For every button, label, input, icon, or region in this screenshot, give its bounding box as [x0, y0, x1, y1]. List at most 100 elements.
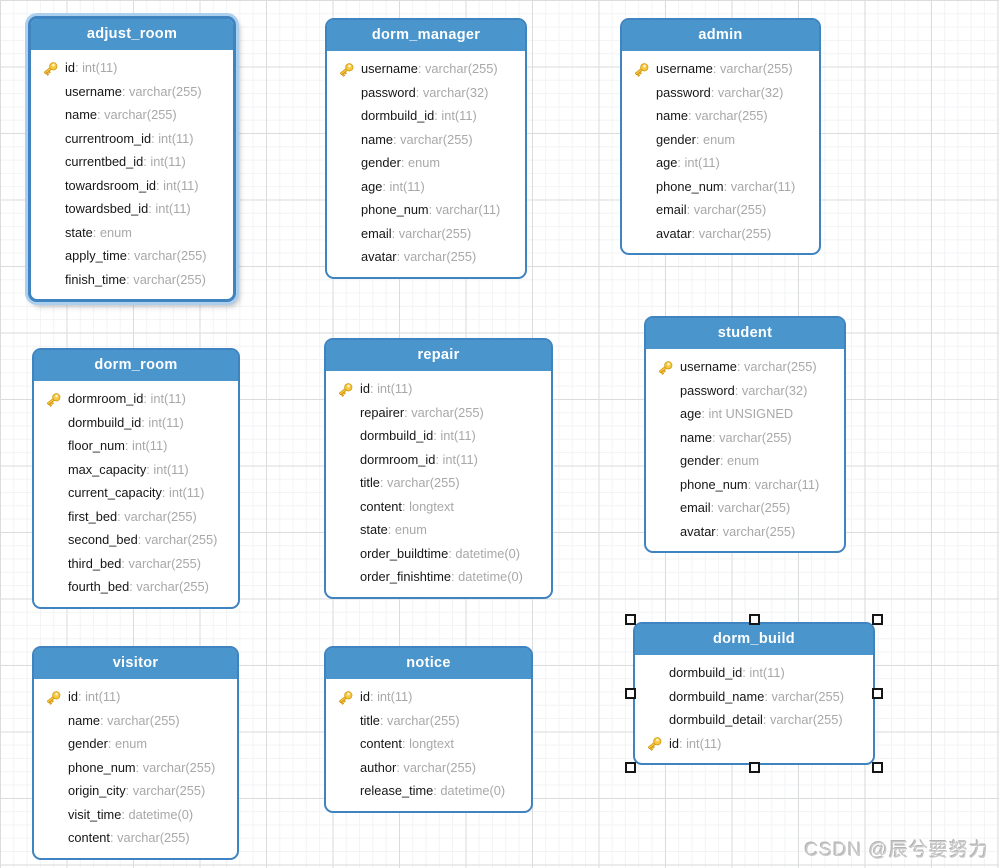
- field-dorm_manager-email[interactable]: emailvarchar(255): [337, 222, 519, 246]
- field-repair-order_buildtime[interactable]: order_buildtimedatetime(0): [336, 542, 545, 566]
- field-admin-name[interactable]: namevarchar(255): [632, 104, 813, 128]
- field-dorm_manager-dormbuild_id[interactable]: dormbuild_idint(11): [337, 104, 519, 128]
- entity-dorm_build[interactable]: dorm_build dormbuild_idint(11)dormbuild_n…: [625, 614, 883, 773]
- entity-adjust_room[interactable]: adjust_room idint(11)usernamevarchar(255)…: [28, 16, 236, 302]
- field-repair-id[interactable]: idint(11): [336, 377, 545, 401]
- field-visitor-visit_time[interactable]: visit_timedatetime(0): [44, 803, 231, 827]
- field-repair-repairer[interactable]: repairervarchar(255): [336, 401, 545, 425]
- entity-header-repair[interactable]: repair: [326, 340, 551, 372]
- field-dorm_room-current_capacity[interactable]: current_capacityint(11): [44, 481, 232, 505]
- entity-dorm_manager[interactable]: dorm_manager usernamevarchar(255)password…: [325, 18, 527, 279]
- field-notice-id[interactable]: idint(11): [336, 685, 525, 709]
- entity-header-admin[interactable]: admin: [622, 20, 819, 52]
- field-repair-dormroom_id[interactable]: dormroom_idint(11): [336, 448, 545, 472]
- field-student-name[interactable]: namevarchar(255): [656, 426, 838, 450]
- entity-header-visitor[interactable]: visitor: [34, 648, 237, 680]
- field-dorm_room-second_bed[interactable]: second_bedvarchar(255): [44, 528, 232, 552]
- field-adjust_room-apply_time[interactable]: apply_timevarchar(255): [41, 244, 227, 268]
- field-name: age: [361, 178, 383, 194]
- field-adjust_room-name[interactable]: namevarchar(255): [41, 103, 227, 127]
- field-adjust_room-id[interactable]: idint(11): [41, 56, 227, 80]
- entity-admin[interactable]: admin usernamevarchar(255)passwordvarchar…: [620, 18, 821, 255]
- entity-header-dorm_build[interactable]: dorm_build: [635, 624, 873, 656]
- entity-repair[interactable]: repair idint(11)repairervarchar(255)dormb…: [324, 338, 553, 599]
- field-admin-email[interactable]: emailvarchar(255): [632, 198, 813, 222]
- field-dorm_build-dormbuild_name[interactable]: dormbuild_namevarchar(255): [645, 685, 867, 709]
- field-repair-dormbuild_id[interactable]: dormbuild_idint(11): [336, 424, 545, 448]
- field-visitor-gender[interactable]: genderenum: [44, 732, 231, 756]
- selection-handle-nw[interactable]: [625, 614, 636, 625]
- field-notice-content[interactable]: contentlongtext: [336, 732, 525, 756]
- selection-handle-e[interactable]: [872, 688, 883, 699]
- entity-header-adjust_room[interactable]: adjust_room: [31, 19, 233, 51]
- entity-header-dorm_room[interactable]: dorm_room: [34, 350, 238, 382]
- field-student-avatar[interactable]: avatarvarchar(255): [656, 520, 838, 544]
- field-admin-age[interactable]: ageint(11): [632, 151, 813, 175]
- field-visitor-content[interactable]: contentvarchar(255): [44, 826, 231, 850]
- field-visitor-id[interactable]: idint(11): [44, 685, 231, 709]
- field-dorm_room-dormbuild_id[interactable]: dormbuild_idint(11): [44, 411, 232, 435]
- field-adjust_room-finish_time[interactable]: finish_timevarchar(255): [41, 268, 227, 292]
- field-dorm_room-fourth_bed[interactable]: fourth_bedvarchar(255): [44, 575, 232, 599]
- field-repair-content[interactable]: contentlongtext: [336, 495, 545, 519]
- field-dorm_manager-username[interactable]: usernamevarchar(255): [337, 57, 519, 81]
- field-visitor-name[interactable]: namevarchar(255): [44, 709, 231, 733]
- field-dorm_room-third_bed[interactable]: third_bedvarchar(255): [44, 552, 232, 576]
- field-visitor-origin_city[interactable]: origin_cityvarchar(255): [44, 779, 231, 803]
- field-adjust_room-towardsbed_id[interactable]: towardsbed_idint(11): [41, 197, 227, 221]
- field-dorm_manager-password[interactable]: passwordvarchar(32): [337, 81, 519, 105]
- selection-handle-sw[interactable]: [625, 762, 636, 773]
- selection-handle-s[interactable]: [748, 762, 760, 773]
- entity-student[interactable]: student usernamevarchar(255)passwordvarch…: [644, 316, 846, 553]
- field-dorm_build-dormbuild_id[interactable]: dormbuild_idint(11): [645, 661, 867, 685]
- field-notice-title[interactable]: titlevarchar(255): [336, 709, 525, 733]
- field-repair-state[interactable]: stateenum: [336, 518, 545, 542]
- field-dorm_manager-age[interactable]: ageint(11): [337, 175, 519, 199]
- field-adjust_room-currentbed_id[interactable]: currentbed_idint(11): [41, 150, 227, 174]
- field-repair-order_finishtime[interactable]: order_finishtimedatetime(0): [336, 565, 545, 589]
- field-adjust_room-state[interactable]: stateenum: [41, 221, 227, 245]
- field-dorm_build-dormbuild_detail[interactable]: dormbuild_detailvarchar(255): [645, 708, 867, 732]
- field-admin-username[interactable]: usernamevarchar(255): [632, 57, 813, 81]
- field-admin-password[interactable]: passwordvarchar(32): [632, 81, 813, 105]
- entity-header-notice[interactable]: notice: [326, 648, 531, 680]
- entity-dorm_room[interactable]: dorm_room dormroom_idint(11)dormbuild_idi…: [32, 348, 240, 609]
- field-repair-title[interactable]: titlevarchar(255): [336, 471, 545, 495]
- field-admin-phone_num[interactable]: phone_numvarchar(11): [632, 175, 813, 199]
- field-type: varchar(255): [764, 689, 844, 704]
- field-dorm_room-max_capacity[interactable]: max_capacityint(11): [44, 458, 232, 482]
- entity-header-dorm_manager[interactable]: dorm_manager: [327, 20, 525, 52]
- field-notice-release_time[interactable]: release_timedatetime(0): [336, 779, 525, 803]
- entity-visitor[interactable]: visitor idint(11)namevarchar(255)genderen…: [32, 646, 239, 860]
- field-notice-author[interactable]: authorvarchar(255): [336, 756, 525, 780]
- field-adjust_room-currentroom_id[interactable]: currentroom_idint(11): [41, 127, 227, 151]
- field-adjust_room-towardsroom_id[interactable]: towardsroom_idint(11): [41, 174, 227, 198]
- field-visitor-phone_num[interactable]: phone_numvarchar(255): [44, 756, 231, 780]
- field-student-age[interactable]: ageint UNSIGNED: [656, 402, 838, 426]
- field-admin-avatar[interactable]: avatarvarchar(255): [632, 222, 813, 246]
- entity-notice[interactable]: notice idint(11)titlevarchar(255)contentl…: [324, 646, 533, 813]
- field-name: email: [361, 225, 392, 241]
- field-student-password[interactable]: passwordvarchar(32): [656, 379, 838, 403]
- field-dorm_manager-gender[interactable]: genderenum: [337, 151, 519, 175]
- field-student-email[interactable]: emailvarchar(255): [656, 496, 838, 520]
- field-student-phone_num[interactable]: phone_numvarchar(11): [656, 473, 838, 497]
- field-dorm_build-id[interactable]: idint(11): [645, 732, 867, 756]
- selection-handle-n[interactable]: [748, 614, 760, 625]
- selection-handle-w[interactable]: [625, 688, 636, 699]
- field-type: int(11): [148, 201, 190, 216]
- field-dorm_room-floor_num[interactable]: floor_numint(11): [44, 434, 232, 458]
- field-dorm_manager-avatar[interactable]: avatarvarchar(255): [337, 245, 519, 269]
- field-adjust_room-username[interactable]: usernamevarchar(255): [41, 80, 227, 104]
- field-dorm_manager-phone_num[interactable]: phone_numvarchar(11): [337, 198, 519, 222]
- entity-header-student[interactable]: student: [646, 318, 844, 350]
- field-dorm_room-first_bed[interactable]: first_bedvarchar(255): [44, 505, 232, 529]
- selection-handle-ne[interactable]: [872, 614, 883, 625]
- selection-handle-se[interactable]: [872, 762, 883, 773]
- field-dorm_manager-name[interactable]: namevarchar(255): [337, 128, 519, 152]
- field-dorm_room-dormroom_id[interactable]: dormroom_idint(11): [44, 387, 232, 411]
- field-student-username[interactable]: usernamevarchar(255): [656, 355, 838, 379]
- field-student-gender[interactable]: genderenum: [656, 449, 838, 473]
- field-admin-gender[interactable]: genderenum: [632, 128, 813, 152]
